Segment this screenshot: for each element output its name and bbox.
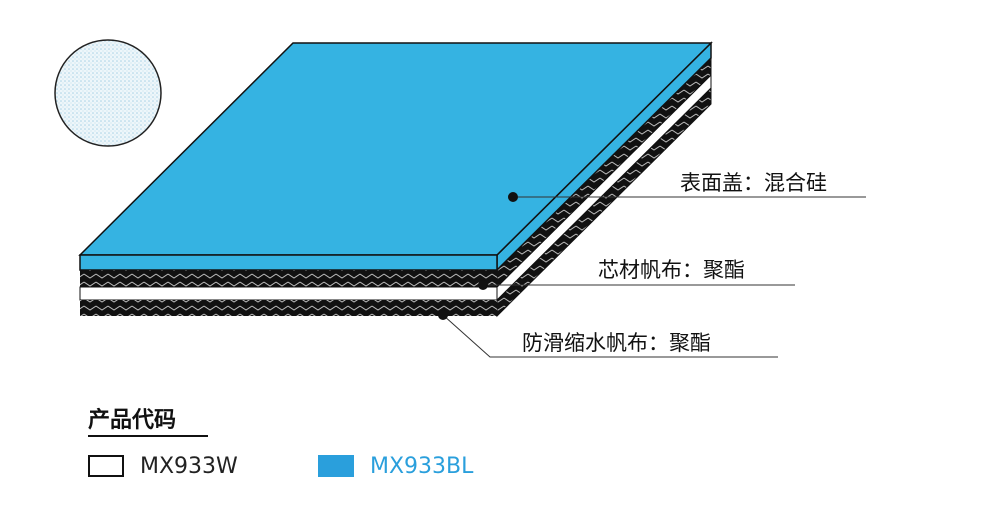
label-bottom: 防滑缩水帆布：聚酯 — [522, 331, 711, 355]
front-white-gap — [79, 286, 498, 301]
label-surface: 表面盖：混合硅 — [680, 171, 827, 195]
legend-code-white: MX933W — [140, 454, 238, 479]
front-bottom-fabric — [80, 300, 497, 316]
texture-sample-circle — [54, 39, 162, 147]
leader-bottom — [442, 314, 778, 358]
legend-title: 产品代码 — [88, 408, 177, 433]
label-core: 芯材帆布：聚酯 — [598, 258, 745, 282]
leader-dot-core — [478, 280, 488, 290]
front-core-fabric — [80, 270, 497, 287]
legend-underline — [88, 435, 208, 437]
legend-code-blue: MX933BL — [370, 454, 474, 479]
front-surface-layer — [79, 254, 498, 271]
leader-dot-surface — [508, 192, 518, 202]
legend-swatch-blue — [318, 455, 354, 477]
leader-dot-bottom — [438, 310, 448, 320]
legend-swatch-white — [88, 455, 124, 477]
